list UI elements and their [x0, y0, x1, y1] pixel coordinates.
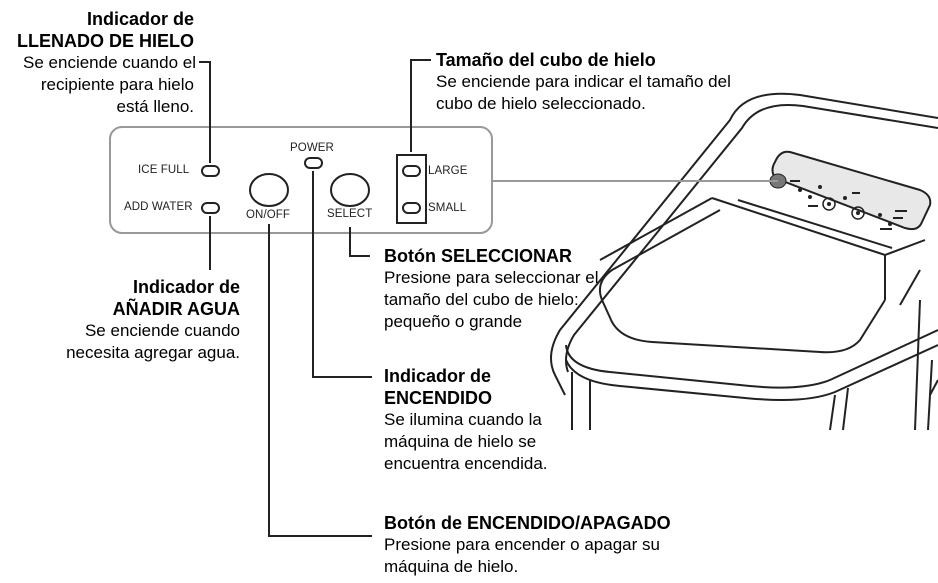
on-off-label: ON/OFF [246, 209, 291, 221]
large-label: LARGE [428, 165, 468, 177]
callout-ice-full: Indicador de LLENADO DE HIELO Se enciend… [10, 8, 196, 118]
add-water-led [201, 202, 220, 214]
size-led-bracket [396, 154, 427, 224]
leader-lines [199, 59, 431, 537]
callout-ice-size-title: Tamaño del cubo de hielo [436, 50, 656, 70]
callout-ice-full-title-line1: Indicador de [86, 9, 194, 29]
on-off-button[interactable] [249, 173, 289, 207]
callout-power-button: Botón de ENCENDIDO/APAGADO Presione para… [384, 512, 714, 578]
callout-add-water-title-line2: AÑADIR AGUA [112, 299, 240, 319]
select-label: SELECT [327, 208, 373, 220]
callout-ice-full-desc-line3: está lleno. [116, 97, 195, 116]
callout-power-button-title: Botón de ENCENDIDO/APAGADO [384, 513, 671, 533]
callout-power-desc-line1: Se ilumina cuando la [384, 410, 542, 429]
select-button[interactable] [330, 173, 370, 207]
add-water-label: ADD WATER [124, 201, 193, 213]
machine-mini-panel [769, 150, 932, 231]
small-led [402, 202, 421, 214]
callout-add-water-desc-line2: necesita agregar agua. [66, 343, 240, 362]
small-label: SMALL [428, 202, 467, 214]
callout-add-water: Indicador de AÑADIR AGUA Se enciende cua… [40, 276, 240, 364]
callout-power-desc-line2: máquina de hielo se [384, 432, 537, 451]
callout-power-title-line1: Indicador de [384, 366, 492, 386]
power-label: POWER [290, 142, 334, 154]
power-led [304, 157, 323, 169]
callout-select-desc-line3: pequeño o grande [384, 312, 523, 331]
callout-power-button-desc-line2: máquina de hielo. [384, 557, 519, 576]
callout-ice-size-desc-line1: Se enciende para indicar el tamaño del [436, 72, 731, 91]
callout-select-desc-line1: Presione para seleccionar el [384, 268, 599, 287]
callout-ice-full-desc-line1: Se enciende cuando el [23, 53, 196, 72]
ice-machine-illustration [550, 92, 938, 431]
callout-ice-size-desc-line2: cubo de hielo seleccionado. [436, 94, 646, 113]
callout-add-water-desc-line1: Se enciende cuando [84, 321, 240, 340]
callout-ice-full-desc-line2: recipiente para hielo [40, 75, 194, 94]
callout-select-desc-line2: tamaño del cubo de hielo: [384, 290, 579, 309]
callout-power-desc-line3: encuentra encendida. [384, 454, 548, 473]
callout-select-title: Botón SELECCIONAR [384, 246, 572, 266]
callout-power-button-desc-line1: Presione para encender o apagar su [384, 535, 660, 554]
ice-full-led [201, 165, 220, 177]
large-led [402, 165, 421, 177]
callout-ice-size: Tamaño del cubo de hielo Se enciende par… [436, 49, 766, 115]
callout-power-indicator: Indicador de ENCENDIDO Se ilumina cuando… [384, 365, 584, 475]
led-group [201, 157, 421, 214]
callout-select-button: Botón SELECCIONAR Presione para seleccio… [384, 245, 604, 333]
ice-full-label: ICE FULL [138, 164, 190, 176]
callout-add-water-title-line1: Indicador de [132, 277, 240, 297]
callout-power-title-line2: ENCENDIDO [384, 388, 493, 408]
callout-ice-full-title-line2: LLENADO DE HIELO [16, 31, 194, 51]
